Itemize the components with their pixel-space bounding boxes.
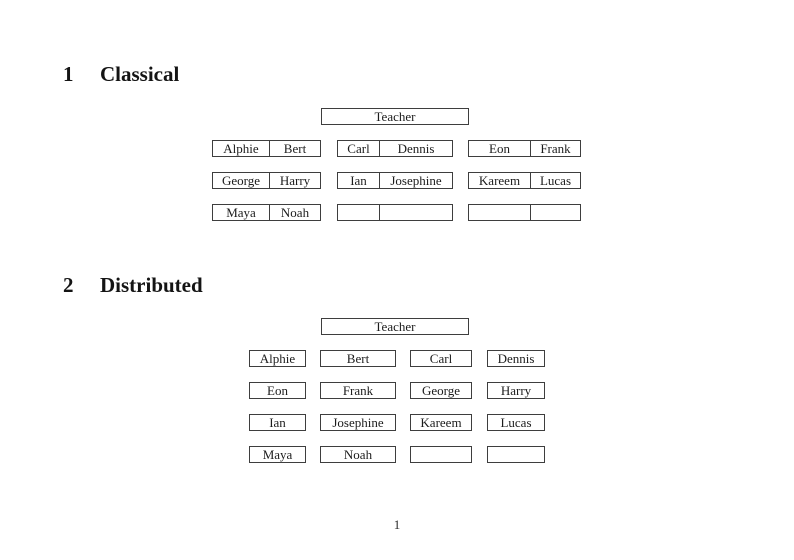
desk-single-empty — [487, 446, 545, 463]
section-title: Classical — [100, 62, 180, 86]
seat-cell: Bert — [283, 141, 307, 156]
desk-single: Carl — [410, 350, 472, 367]
desk-single: Eon — [249, 382, 306, 399]
desk-pair: Kareem Lucas — [468, 172, 581, 189]
desk-single: Harry — [487, 382, 545, 399]
seat-cell — [469, 205, 531, 220]
teacher-box: Teacher — [321, 108, 469, 125]
section-heading-classical: 1 Classical — [63, 64, 179, 85]
seat-cell: Frank — [540, 141, 571, 156]
desk-single: Bert — [320, 350, 396, 367]
desk-single: Dennis — [487, 350, 545, 367]
desk-pair: Carl Dennis — [337, 140, 453, 157]
section-heading-distributed: 2 Distributed — [63, 275, 203, 296]
seat-cell: Eon — [469, 141, 531, 156]
desk-pair: George Harry — [212, 172, 321, 189]
page-number: 1 — [393, 517, 401, 532]
seat-cell — [531, 205, 580, 220]
seat-cell: Alphie — [213, 141, 270, 156]
desk-pair-empty — [468, 204, 581, 221]
teacher-box: Teacher — [321, 318, 469, 335]
desk-single: Alphie — [249, 350, 306, 367]
desk-pair: Ian Josephine — [337, 172, 453, 189]
desk-pair: Alphie Bert — [212, 140, 321, 157]
seat-cell: Kareem — [469, 173, 531, 188]
desk-pair-empty — [337, 204, 453, 221]
seat-cell — [338, 205, 380, 220]
desk-single: Kareem — [410, 414, 472, 431]
seat-cell: George — [213, 173, 270, 188]
section-number: 1 — [63, 62, 74, 86]
seat-cell: Ian — [338, 173, 380, 188]
desk-single: Ian — [249, 414, 306, 431]
desk-pair: Maya Noah — [212, 204, 321, 221]
seat-cell: Maya — [213, 205, 270, 220]
desk-single: Frank — [320, 382, 396, 399]
seat-cell: Noah — [280, 205, 310, 220]
seat-cell — [380, 205, 452, 220]
seat-cell: Lucas — [539, 173, 572, 188]
seat-cell: Josephine — [390, 173, 442, 188]
seat-cell: Dennis — [397, 141, 435, 156]
desk-single: Lucas — [487, 414, 545, 431]
section-title: Distributed — [100, 273, 203, 297]
desk-single: George — [410, 382, 472, 399]
section-number: 2 — [63, 273, 74, 297]
desk-single: Maya — [249, 446, 306, 463]
seat-cell: Harry — [279, 173, 311, 188]
desk-single: Josephine — [320, 414, 396, 431]
desk-single-empty — [410, 446, 472, 463]
seat-cell: Carl — [338, 141, 380, 156]
desk-pair: Eon Frank — [468, 140, 581, 157]
desk-single: Noah — [320, 446, 396, 463]
